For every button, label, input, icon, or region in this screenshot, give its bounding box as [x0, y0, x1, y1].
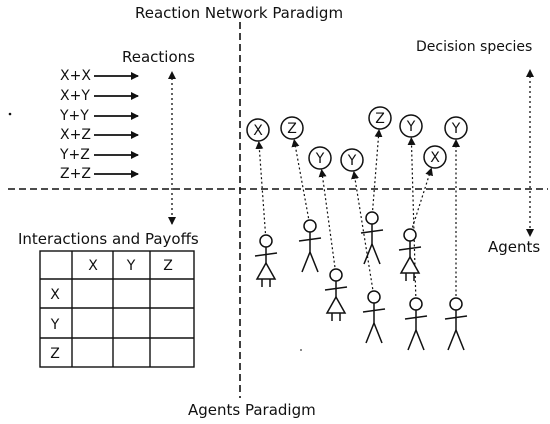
- agent-male: [404, 297, 428, 351]
- species-letter: Y: [347, 153, 357, 169]
- agent-male: [362, 290, 386, 344]
- table-row-header: X: [50, 287, 60, 303]
- interactions-payoffs-heading: Interactions and Payoffs: [18, 230, 199, 248]
- reactions-heading: Reactions: [122, 48, 195, 66]
- species-link-arrow: [255, 140, 267, 234]
- reaction-network-paradigm-title: Reaction Network Paradigm: [135, 4, 344, 22]
- agents-heading: Agents: [488, 238, 541, 256]
- species-node: Z: [368, 106, 392, 130]
- species-link-arrow: [351, 170, 374, 290]
- species-letter: Y: [315, 151, 325, 167]
- species-circle: [246, 118, 270, 142]
- species-link-arrow: [318, 168, 336, 268]
- reaction-label: X+Z: [60, 127, 91, 143]
- species-node: Y: [340, 148, 364, 172]
- species-node: Y: [308, 146, 332, 170]
- agent-female: [398, 228, 422, 281]
- reaction-arrows: [94, 72, 139, 178]
- species-link-arrow: [411, 167, 434, 228]
- decision-species-heading: Decision species: [416, 39, 533, 55]
- table-row-header: Z: [50, 346, 60, 362]
- agents-paradigm-title: Agents Paradigm: [188, 401, 316, 419]
- species-agent-links: [255, 128, 460, 297]
- species-letter: Y: [406, 119, 416, 135]
- species-circle: [280, 116, 304, 140]
- agents-group: [254, 211, 468, 351]
- payoff-table: [39, 250, 195, 368]
- species-circle: [423, 145, 447, 169]
- species-letter: Z: [375, 111, 385, 127]
- agent-female: [254, 234, 278, 287]
- species-letter: X: [430, 150, 440, 166]
- agent-male: [444, 297, 468, 351]
- table-col-header: Z: [163, 258, 173, 274]
- reaction-label: Z+Z: [60, 166, 91, 182]
- species-node: X: [246, 118, 270, 142]
- species-circle: [444, 116, 468, 140]
- species-node: Y: [399, 114, 423, 138]
- species-link-arrow: [372, 128, 383, 211]
- agent-female: [324, 268, 348, 321]
- agent-male: [298, 219, 322, 273]
- species-circle: [399, 114, 423, 138]
- table-col-header: Y: [126, 258, 136, 274]
- species-node: Z: [280, 116, 304, 140]
- reaction-label: Y+Z: [60, 147, 90, 163]
- species-circle: [340, 148, 364, 172]
- stray-dot: [8, 112, 12, 116]
- species-letter: X: [253, 123, 263, 139]
- species-link-arrow: [407, 136, 417, 297]
- table-row-header: Y: [50, 317, 60, 333]
- table-col-header: X: [88, 258, 98, 274]
- payoff-table-labels: X Y Z X Y Z: [50, 258, 173, 362]
- species-link-arrow: [291, 138, 310, 219]
- species-circle: [308, 146, 332, 170]
- agent-male: [360, 211, 384, 265]
- species-letter: Z: [287, 121, 297, 137]
- species-node: X: [423, 145, 447, 169]
- reaction-label: X+Y: [60, 88, 90, 104]
- stray-dot: [300, 349, 302, 351]
- species-letter: Y: [451, 121, 461, 137]
- reaction-label: X+X: [60, 68, 91, 84]
- species-circle: [368, 106, 392, 130]
- species-node: Y: [444, 116, 468, 140]
- reaction-label: Y+Y: [60, 108, 89, 124]
